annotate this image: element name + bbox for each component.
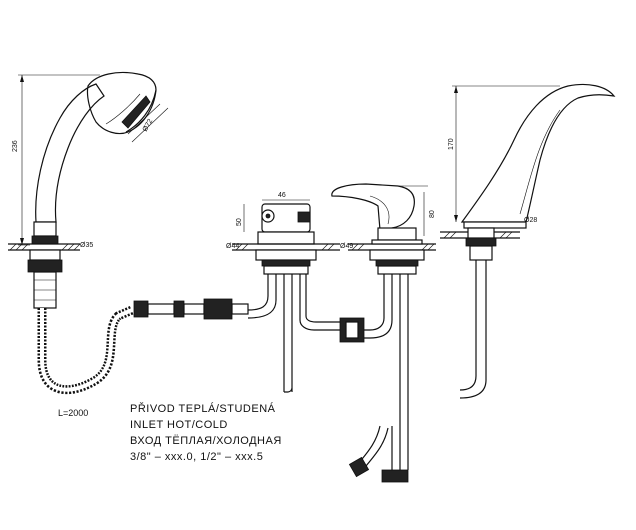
diverter-base-dia-label: Ø44 <box>226 243 239 250</box>
hose-length-label: L=2000 <box>58 408 88 418</box>
shower-height-label: 236 <box>12 140 19 152</box>
diverter-body: 46 50 Ø44 <box>226 192 340 392</box>
note-line-en: INLET HOT/COLD <box>130 419 228 431</box>
spout: 170 Ø28 <box>440 83 616 399</box>
spout-base-dia-label: Ø28 <box>524 217 537 224</box>
flexible-hose: L=2000 <box>37 298 249 418</box>
note-line-ru: ВХОД ТЁПЛАЯ/ХОЛОДНАЯ <box>130 435 282 447</box>
diverter-width-label: 46 <box>278 192 286 199</box>
diverter-height-label: 50 <box>236 218 243 226</box>
shower-base-dia-label: Ø35 <box>80 242 93 249</box>
lever-mixer: 80 Ø49 <box>284 183 436 483</box>
hand-shower: 236 Ø72 Ø35 <box>8 71 169 309</box>
lever-base-dia-label: Ø49 <box>340 243 353 250</box>
spout-height-label: 170 <box>448 138 455 150</box>
inlet-notes: PŘIVOD TEPLÁ/STUDENÁ INLET HOT/COLD ВХОД… <box>130 402 282 463</box>
note-line-sizes: 3/8" – xxx.0, 1/2" – xxx.5 <box>130 451 263 463</box>
lever-height-label: 80 <box>429 210 436 218</box>
note-line-cz: PŘIVOD TEPLÁ/STUDENÁ <box>130 402 276 415</box>
